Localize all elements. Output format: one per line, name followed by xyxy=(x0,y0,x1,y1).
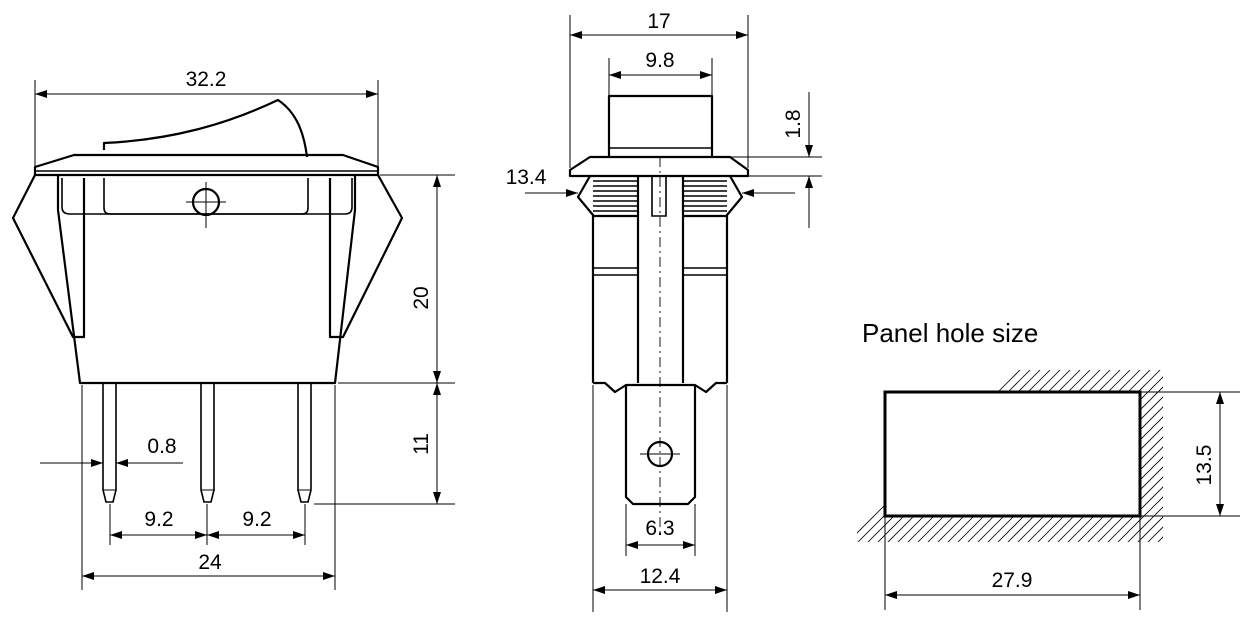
rocker-actuator xyxy=(102,98,309,158)
dim-rocker-width: 9.8 xyxy=(645,49,674,72)
hatch-line xyxy=(1079,370,1163,542)
dim-panel-width: 27.9 xyxy=(992,569,1033,592)
clip-ribs-left xyxy=(593,180,638,218)
side-bezel xyxy=(568,155,750,178)
dim-pitch-right: 9.2 xyxy=(242,508,271,531)
center-slot xyxy=(651,176,667,217)
dim-overall-width: 32.2 xyxy=(186,68,227,91)
terminal-right xyxy=(297,383,312,503)
side-view: 17 9.8 1.8 13.4 6.3 12.4 xyxy=(506,10,822,612)
dim-terminal-length: 11 xyxy=(410,433,433,455)
dim-body-width: 12.4 xyxy=(640,565,681,588)
dim-terminal-thickness: 0.8 xyxy=(147,435,176,458)
panel-cutout xyxy=(883,390,1142,518)
dim-bezel-width: 17 xyxy=(647,10,670,33)
dim-bezel-thickness: 1.8 xyxy=(782,109,805,138)
right-snap-clip xyxy=(328,174,404,339)
dim-tab-width: 6.3 xyxy=(645,517,674,540)
hatch-line xyxy=(1069,370,1163,542)
hatch-line xyxy=(1119,370,1163,542)
bezel-flange xyxy=(33,153,380,177)
dim-panel-height: 13.5 xyxy=(1193,445,1216,486)
panel-hole-view: Panel hole size 13.5 27.9 xyxy=(857,318,1255,610)
dim-clip-height: 13.4 xyxy=(506,166,547,189)
hatch-line xyxy=(1059,370,1163,542)
dim-body-height: 20 xyxy=(410,286,433,309)
hatch-line xyxy=(1099,370,1163,542)
front-view: 32.2 20 11 0.8 9.2 9.2 24 xyxy=(11,68,455,590)
terminal-left xyxy=(102,383,117,503)
dim-base-width: 24 xyxy=(198,551,222,574)
body-bottom xyxy=(593,381,727,394)
hatch-line xyxy=(1180,365,1255,550)
hatch-line xyxy=(1089,370,1163,542)
rocker-top xyxy=(607,94,714,157)
dim-pitch-left: 9.2 xyxy=(144,508,173,531)
switch-body xyxy=(56,175,357,385)
clip-ribs-right xyxy=(683,180,727,218)
terminal-middle xyxy=(200,383,215,503)
quick-connect-tab xyxy=(624,385,697,506)
hatch-line xyxy=(1129,370,1163,542)
panel-hole-title: Panel hole size xyxy=(862,318,1038,348)
hatch-line xyxy=(1049,370,1163,542)
hatch-line xyxy=(1109,370,1163,542)
left-snap-clip xyxy=(11,174,86,339)
